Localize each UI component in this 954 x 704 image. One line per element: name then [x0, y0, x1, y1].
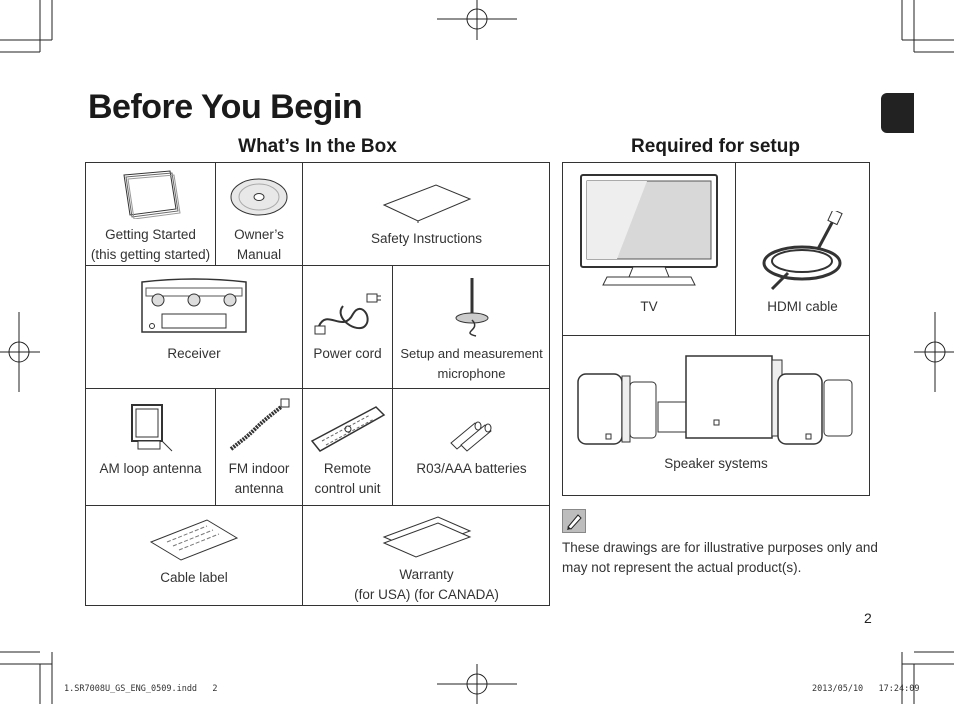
setup-item-hdmi-cable: HDMI cable	[736, 163, 869, 336]
box-item-remote: Remote control unit	[303, 389, 393, 506]
batteries-icon	[449, 421, 492, 452]
box-item-owners-manual: Owner’s Manual	[216, 163, 303, 266]
paper-sheet-icon	[382, 184, 471, 223]
box-item-power-cord: Power cord	[303, 266, 393, 389]
item-label: Power cord	[313, 346, 382, 361]
item-label: Speaker systems	[664, 456, 768, 471]
item-label: HDMI cable	[767, 299, 838, 314]
item-label: AM loop antenna	[99, 461, 202, 476]
item-label: Owner’s Manual	[234, 227, 284, 262]
item-label: R03/AAA batteries	[416, 461, 527, 476]
power-cord-icon	[314, 293, 381, 335]
warranty-icon	[382, 516, 471, 558]
setup-item-speakers: Speaker systems	[563, 336, 869, 495]
am-antenna-icon	[130, 404, 172, 452]
box-item-warranty: Warranty (for USA) (for CANADA)	[303, 506, 550, 605]
setup-section-heading: Required for setup	[631, 136, 800, 157]
pencil-note-icon	[562, 509, 586, 533]
item-label: Remote control unit	[314, 461, 381, 496]
box-item-fm-antenna: FM indoor antenna	[216, 389, 303, 506]
item-label: Receiver	[167, 346, 221, 361]
item-label: Getting Started (this getting started)	[90, 227, 211, 262]
tv-icon	[580, 174, 718, 286]
box-contents-table: Getting Started (this getting started) O…	[85, 162, 550, 606]
hdmi-cable-icon	[762, 211, 843, 291]
box-item-receiver: Receiver	[86, 266, 303, 389]
page-title: Before You Begin	[88, 88, 363, 126]
box-item-batteries: R03/AAA batteries	[393, 389, 550, 506]
setup-requirements-table: TV HDMI cable	[562, 162, 870, 496]
receiver-icon	[141, 278, 247, 333]
setup-item-tv: TV	[563, 163, 736, 336]
box-section-heading: What’s In the Box	[238, 136, 397, 157]
item-label: Cable label	[160, 570, 228, 585]
box-item-getting-started: Getting Started (this getting started)	[86, 163, 216, 266]
remote-icon	[310, 406, 385, 452]
page-number: 2	[864, 610, 872, 626]
item-label: Safety Instructions	[370, 231, 483, 246]
microphone-icon	[455, 278, 488, 337]
item-label: Setup and measurement microphone	[400, 346, 543, 381]
footer-timestamp: 2013/05/10 17:24:09	[812, 684, 920, 694]
item-label: FM indoor antenna	[228, 461, 290, 496]
box-item-cable-label: Cable label	[86, 506, 303, 605]
box-item-am-loop-antenna: AM loop antenna	[86, 389, 216, 506]
box-item-microphone: Setup and measurement microphone	[393, 266, 550, 389]
cable-label-icon	[149, 519, 239, 561]
footer-filename: 1.SR7008U_GS_ENG_0509.indd 2	[64, 684, 218, 694]
section-tab-marker	[881, 93, 914, 133]
item-label: TV	[640, 299, 658, 314]
fm-antenna-icon	[229, 398, 290, 451]
box-item-safety-instructions: Safety Instructions	[303, 163, 550, 266]
cd-icon	[230, 178, 288, 216]
note-text: These drawings are for illustrative purp…	[562, 540, 878, 575]
speakers-icon	[577, 355, 853, 445]
booklet-icon	[122, 170, 181, 219]
item-label: Warranty (for USA) (for CANADA)	[354, 567, 499, 602]
